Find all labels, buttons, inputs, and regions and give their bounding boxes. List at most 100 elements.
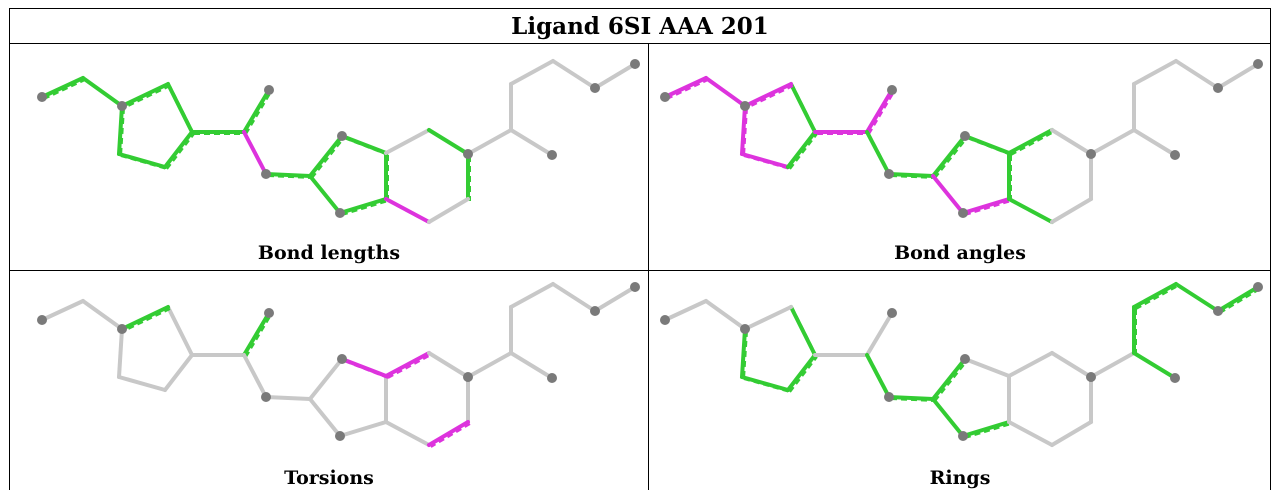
bond-b21 (427, 197, 470, 224)
bond-shadow-b26 (1177, 285, 1221, 314)
bond-b27 (1216, 62, 1260, 90)
bond-b3 (117, 327, 124, 379)
bond-b25 (1132, 282, 1178, 309)
bond-b11 (264, 395, 312, 401)
bond-shadow-b13 (934, 400, 966, 439)
atom-a9 (887, 85, 897, 95)
bond-shadow-b24 (1135, 354, 1178, 381)
bond-b9 (242, 311, 271, 357)
atom-a22 (547, 150, 557, 160)
bond-shadow-b5 (166, 133, 195, 170)
panel-grid: Bond lengths Bond angles Torsions Rings (9, 43, 1271, 490)
panel-bond-angles: Bond angles (649, 43, 1271, 270)
bond-b2 (704, 299, 747, 331)
bond-b13 (308, 397, 342, 438)
bond-b7 (743, 82, 793, 108)
bond-shadow-b3 (120, 107, 125, 157)
bond-b22 (466, 351, 513, 379)
bond-b5 (786, 130, 817, 169)
bond-b21 (1050, 420, 1093, 447)
bond-b21 (427, 420, 470, 447)
bond-b4 (117, 152, 167, 169)
bond-shadow-b5 (789, 133, 818, 170)
bond-b26 (1174, 59, 1220, 90)
bond-b14 (961, 197, 1011, 215)
bond-b17 (384, 351, 431, 378)
atom-a9 (264, 308, 274, 318)
bond-b18 (384, 420, 431, 447)
bond-b11 (887, 172, 935, 178)
molecule-drawing (37, 282, 640, 448)
molecule (37, 59, 640, 225)
bond-b7 (120, 82, 170, 108)
bond-b12 (931, 134, 967, 178)
bond-shadow-b3 (743, 330, 748, 380)
bond-shadow-b11 (267, 175, 313, 179)
atom-a25 (630, 282, 640, 292)
bond-b24 (1132, 128, 1177, 157)
bond-shadow-b13 (934, 177, 966, 216)
atom-a12 (337, 131, 347, 141)
panel-label: Bond angles (894, 242, 1026, 264)
atom-a17 (1086, 149, 1096, 159)
atom-a22 (1170, 373, 1180, 383)
bond-b18 (1007, 420, 1054, 447)
atom-a22 (1170, 150, 1180, 160)
bond-b14 (961, 420, 1011, 438)
bond-shadow-b17 (1010, 131, 1055, 156)
atom-a25 (630, 59, 640, 69)
bond-shadow-b14 (964, 423, 1012, 439)
bond-b17 (1007, 128, 1054, 155)
bond-shadow-b7 (123, 308, 171, 332)
atom-a13 (335, 431, 345, 441)
bond-shadow-b11 (890, 175, 936, 179)
bond-shadow-b19 (430, 131, 471, 157)
bond-b22 (1089, 128, 1136, 156)
bond-b14 (338, 420, 388, 438)
bond-shadow-b27 (1219, 288, 1261, 314)
bond-b22 (466, 128, 513, 156)
panel-torsions: Torsions (10, 270, 649, 490)
bond-shadow-b9 (245, 91, 272, 135)
bond-shadow-b13 (311, 177, 343, 216)
bond-b25 (1132, 59, 1178, 86)
atom-a25 (1253, 282, 1263, 292)
bond-shadow-b12 (311, 137, 345, 179)
bond-shadow-b18 (387, 200, 432, 225)
bond-shadow-b5 (789, 356, 818, 393)
bond-shadow-b3 (743, 107, 748, 157)
atom-a25 (1253, 59, 1263, 69)
bond-b26 (551, 59, 597, 90)
atom-a13 (335, 208, 345, 218)
bond-b22 (1089, 351, 1136, 379)
bond-b17 (384, 128, 431, 155)
atom-a24 (1213, 306, 1223, 316)
bond-b9 (865, 311, 894, 357)
bond-b19 (1050, 128, 1093, 156)
bond-shadow-b16 (343, 360, 389, 379)
atom-a3 (117, 101, 127, 111)
bond-b16 (340, 134, 388, 155)
atom-a24 (590, 306, 600, 316)
molecule-drawing (660, 59, 1263, 225)
bond-b12 (308, 134, 344, 178)
bond-shadow-b1 (666, 79, 709, 100)
atom-a13 (958, 208, 968, 218)
bond-b4 (740, 152, 790, 169)
bond-b16 (963, 134, 1011, 155)
bond-b16 (340, 357, 388, 378)
bond-shadow-b9 (868, 91, 895, 135)
atom-a10 (261, 392, 271, 402)
atom-a13 (958, 431, 968, 441)
atom-a10 (884, 392, 894, 402)
bond-shadow-b7 (123, 85, 171, 109)
atom-a9 (264, 85, 274, 95)
bond-shadow-b9 (245, 314, 272, 358)
bond-b21 (1050, 197, 1093, 224)
bond-b19 (427, 351, 470, 379)
bond-shadow-b12 (934, 137, 968, 179)
bond-shadow-b14 (341, 200, 389, 216)
bond-shadow-b25 (1135, 285, 1179, 310)
bond-b5 (163, 130, 194, 169)
atom-a9 (887, 308, 897, 318)
